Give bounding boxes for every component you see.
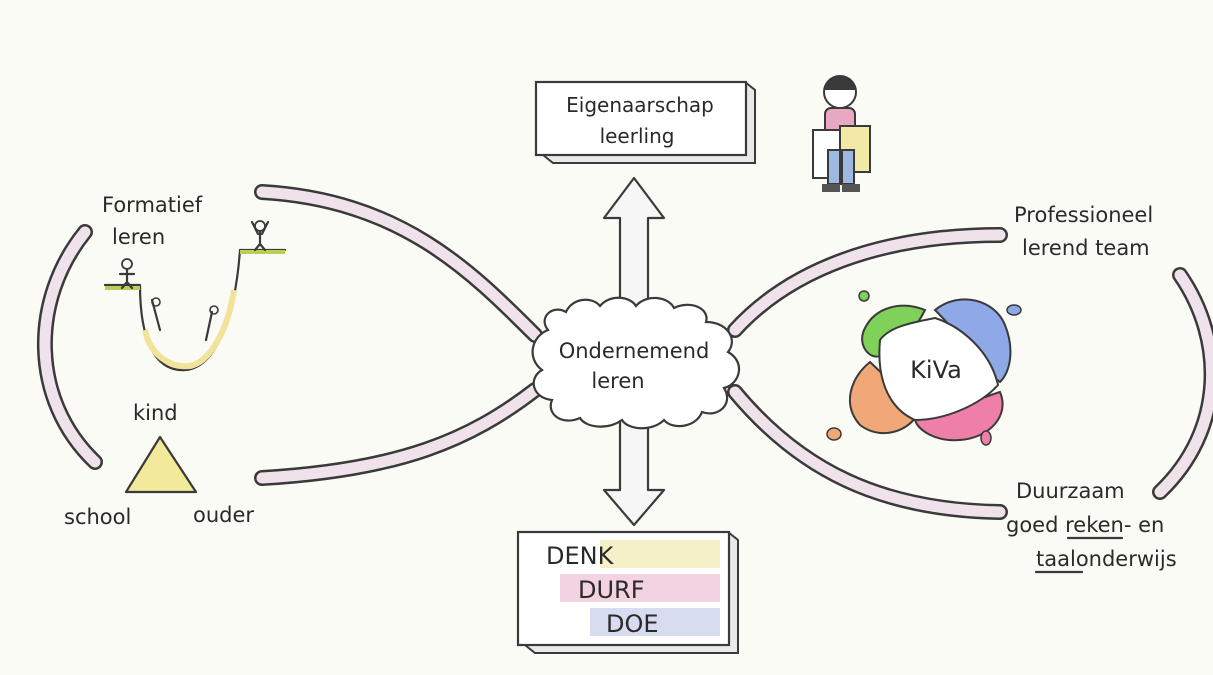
- bottom-box: DENK DURF DOE: [516, 530, 739, 654]
- infinity-band: [36, 184, 1213, 520]
- durf-highlight: [560, 574, 720, 602]
- triangle-left-label: school: [64, 505, 131, 529]
- top-box-line2: leerling: [600, 124, 675, 148]
- duurzaam-label-line3: taalonderwijs: [1036, 547, 1177, 571]
- center-cloud: Ondernemend leren: [531, 296, 740, 430]
- denk-highlight: [600, 540, 720, 568]
- formatief-label-line2: leren: [112, 225, 165, 249]
- denk-label: DENK: [546, 542, 615, 570]
- duurzaam-label-line2: goed reken- en: [1006, 513, 1164, 537]
- triangle-icon: [124, 435, 198, 494]
- center-label-line1: Ondernemend: [559, 339, 710, 363]
- formatief-label-line1: Formatief: [102, 193, 203, 217]
- top-box: Eigenaarschap leerling: [534, 80, 756, 164]
- triangle-right-label: ouder: [193, 503, 254, 527]
- doe-highlight: [590, 608, 720, 636]
- learning-pit-icon: [103, 220, 287, 372]
- center-label-line2: leren: [591, 369, 644, 393]
- child-figure-icon: [812, 75, 871, 192]
- doe-label: DOE: [606, 610, 659, 638]
- kiva-logo: KiVa: [826, 290, 1022, 446]
- duurzaam-label-line1: Duurzaam: [1016, 479, 1125, 503]
- top-box-line1: Eigenaarschap: [566, 93, 714, 117]
- durf-label: DURF: [578, 576, 645, 604]
- professioneel-label-line1: Professioneel: [1014, 203, 1153, 227]
- professioneel-label-line2: lerend team: [1022, 236, 1150, 260]
- triangle-top-label: kind: [133, 401, 178, 425]
- kiva-label: KiVa: [910, 356, 962, 384]
